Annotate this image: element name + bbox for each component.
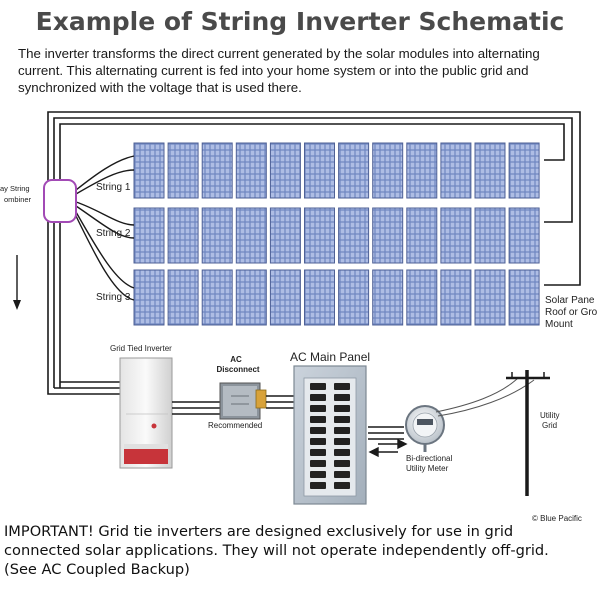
solar-panel — [406, 269, 438, 326]
combiner-label: ombiner — [4, 195, 32, 204]
solar-panel — [304, 269, 335, 326]
solar-panel — [269, 269, 301, 326]
solar-panel — [235, 269, 267, 326]
solar-panel — [474, 207, 506, 264]
ac-disconnect-label: Disconnect — [216, 365, 259, 374]
breaker — [334, 427, 350, 434]
grid-tied-inverter — [119, 357, 173, 469]
breaker — [310, 438, 326, 445]
solar-panel — [338, 269, 370, 326]
breaker — [334, 482, 350, 489]
solar-panel — [167, 207, 199, 264]
important-note: IMPORTANT! Grid tie inverters are design… — [4, 522, 600, 579]
recommended-label: Recommended — [208, 421, 262, 430]
panel-meter-connection — [368, 426, 408, 458]
utility-grid-label: Grid — [542, 421, 557, 430]
solar-panel — [269, 142, 301, 199]
solar-panel — [474, 142, 506, 199]
utility-grid-label: Utility — [540, 411, 560, 420]
breaker — [334, 438, 350, 445]
breaker — [334, 471, 350, 478]
breaker — [310, 482, 326, 489]
solar-panel — [372, 269, 404, 326]
ac-disconnect-label: AC — [230, 355, 242, 364]
breaker — [310, 394, 326, 401]
breaker — [334, 449, 350, 456]
solar-panel-label: Solar Pane — [545, 295, 595, 306]
solar-panel — [372, 207, 404, 264]
copyright-label: © Blue Pacific — [532, 514, 582, 523]
solar-panel — [201, 142, 233, 199]
breaker-rows — [310, 383, 350, 489]
page-title: Example of String Inverter Schematic — [35, 7, 565, 36]
solar-panel — [133, 207, 165, 264]
intro-line: synchronized with the voltage that is us… — [18, 80, 302, 95]
solar-panel — [167, 142, 199, 199]
bi-directional-meter — [405, 405, 445, 452]
solar-panel — [508, 207, 540, 264]
combiner-label: ay String — [0, 184, 30, 193]
solar-panel — [133, 269, 165, 326]
string-combiner-box — [43, 179, 77, 223]
breaker — [334, 405, 350, 412]
breaker — [334, 460, 350, 467]
breaker — [310, 383, 326, 390]
solar-panel — [338, 142, 370, 199]
solar-panel — [235, 207, 267, 264]
breaker — [310, 460, 326, 467]
string-3-label: String 3 — [96, 292, 131, 303]
solar-panel — [304, 142, 335, 199]
intro-line: current. This alternating current is fed… — [18, 63, 529, 78]
solar-panel — [201, 207, 233, 264]
meter-label: Utility Meter — [406, 464, 449, 473]
solar-panel — [372, 142, 404, 199]
breaker — [310, 471, 326, 478]
breaker — [334, 416, 350, 423]
solar-panel — [133, 142, 165, 199]
important-line: (See AC Coupled Backup) — [4, 561, 190, 578]
breaker — [334, 394, 350, 401]
solar-panel-label: Roof or Gro — [545, 307, 598, 318]
intro-line: The inverter transforms the direct curre… — [18, 46, 540, 61]
breaker — [310, 416, 326, 423]
breaker — [310, 427, 326, 434]
dc-feed-wires — [47, 381, 122, 395]
utility-wires — [435, 377, 535, 417]
solar-panel — [440, 269, 472, 326]
down-arrow-icon — [13, 255, 21, 310]
solar-panel — [304, 207, 335, 264]
solar-panel — [508, 269, 540, 326]
string-2-label: String 2 — [96, 228, 131, 239]
string-1-label: String 1 — [96, 182, 131, 193]
solar-panel — [508, 142, 540, 199]
solar-panel — [235, 142, 267, 199]
utility-pole — [506, 370, 550, 496]
ac-wires-inverter-disconnect — [172, 401, 220, 415]
solar-panel — [167, 269, 199, 326]
solar-panel-label: Mount — [545, 319, 573, 330]
ac-main-panel — [293, 365, 367, 505]
solar-panel — [474, 269, 506, 326]
ac-wires-disconnect-panel — [266, 395, 294, 409]
string-wires — [75, 155, 135, 301]
ac-disconnect-switch — [219, 382, 267, 420]
solar-array — [133, 142, 540, 326]
solar-panel — [201, 269, 233, 326]
inverter-label: Grid Tied Inverter — [110, 344, 172, 353]
breaker — [310, 449, 326, 456]
solar-panel — [440, 142, 472, 199]
breaker — [310, 405, 326, 412]
important-line: connected solar applications. They will … — [4, 542, 549, 559]
solar-panel — [406, 142, 438, 199]
important-line: IMPORTANT! Grid tie inverters are design… — [4, 523, 514, 540]
solar-panel — [338, 207, 370, 264]
meter-label: Bi-directional — [406, 454, 452, 463]
solar-panel — [269, 207, 301, 264]
breaker — [334, 383, 350, 390]
solar-panel — [440, 207, 472, 264]
solar-panel — [406, 207, 438, 264]
ac-main-panel-label: AC Main Panel — [290, 350, 370, 364]
intro-text: The inverter transforms the direct curre… — [18, 45, 600, 96]
